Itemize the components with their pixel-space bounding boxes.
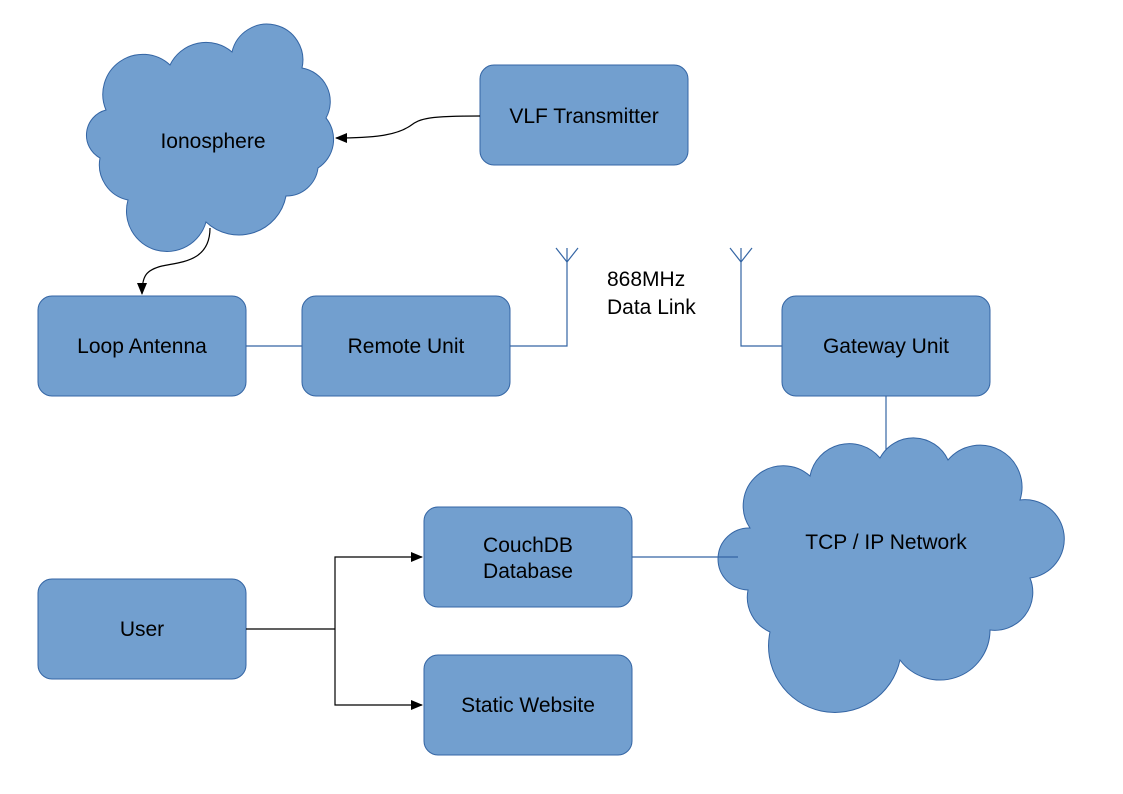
data-link-text: Data Link [607,296,696,319]
static-website-label: Static Website [461,694,595,717]
gateway-antenna-icon [729,247,782,347]
static-website-box: Static Website [423,654,633,756]
remote-unit-box: Remote Unit [301,295,511,397]
loop-antenna-box: Loop Antenna [37,295,247,397]
tcp-ip-network-cloud: TCP / IP Network [717,437,1065,713]
tcp-ip-network-label: TCP / IP Network [805,531,967,554]
vlf-to-ionosphere-arrow [335,115,481,143]
ionosphere-to-loop-antenna-arrow [137,227,211,295]
couchdb-label-line1: CouchDB [483,534,573,557]
gateway-unit-label: Gateway Unit [823,335,949,358]
vlf-transmitter-box: VLF Transmitter [479,64,689,166]
couchdb-label-line2: Database [483,560,573,583]
ionosphere-label: Ionosphere [160,130,265,153]
couchdb-database-box: CouchDB Database [423,506,633,608]
user-box: User [37,578,247,680]
remote-antenna-icon [510,247,579,347]
gateway-unit-box: Gateway Unit [781,295,991,397]
remote-unit-label: Remote Unit [348,335,465,358]
loop-antenna-label: Loop Antenna [77,335,207,358]
data-link-label: 868MHz Data Link [607,268,696,319]
user-to-services-arrows [246,552,423,710]
data-link-frequency: 868MHz [607,268,685,291]
user-label: User [120,618,164,641]
ionosphere-cloud: Ionosphere [85,23,335,253]
vlf-transmitter-label: VLF Transmitter [509,105,658,128]
